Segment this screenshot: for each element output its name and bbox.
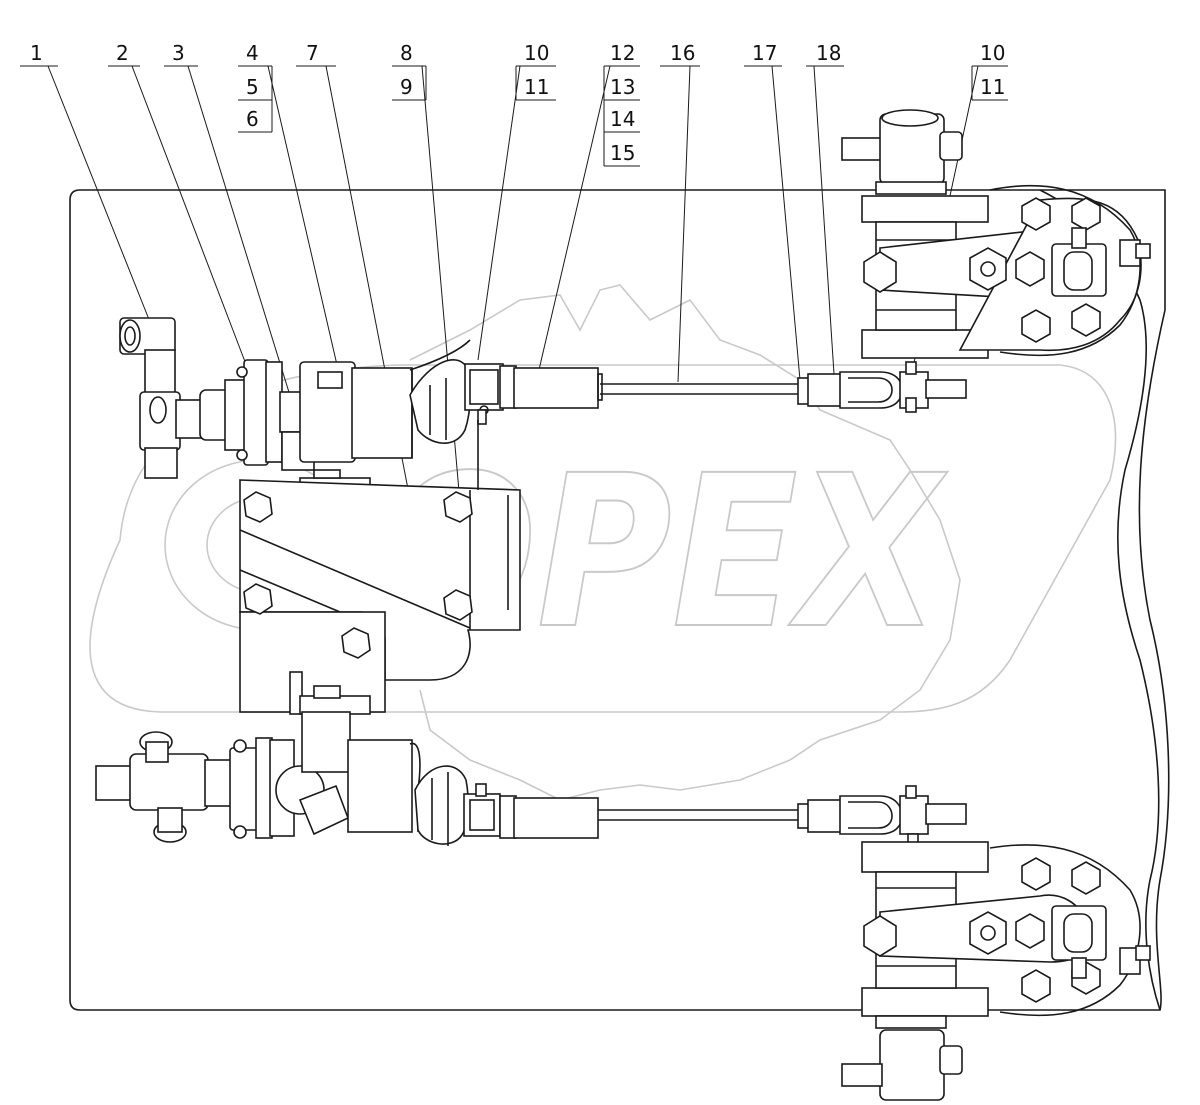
callout-12: 12 [610, 41, 635, 65]
callout-15: 15 [610, 141, 635, 165]
callout-labels: 1 2 3 4 5 6 7 8 9 10 11 12 13 14 15 16 1… [30, 41, 1005, 165]
callout-17: 17 [752, 41, 777, 65]
hex-bolt [243, 491, 273, 523]
callout-7: 7 [306, 41, 319, 65]
callout-8: 8 [400, 41, 413, 65]
callout-10-right: 10 [980, 41, 1005, 65]
hex-bolt [443, 589, 473, 621]
callout-13: 13 [610, 75, 635, 99]
hex-bolt [243, 583, 273, 615]
callout-14: 14 [610, 107, 635, 131]
callout-6: 6 [246, 107, 259, 131]
lower-cylinder-assembly [95, 711, 967, 849]
lower-brake-unit [841, 841, 1151, 1101]
callout-1: 1 [30, 41, 43, 65]
upper-cylinder-assembly [119, 317, 967, 540]
hex-bolt [341, 627, 371, 659]
callout-9: 9 [400, 75, 413, 99]
callout-5: 5 [246, 75, 259, 99]
callout-4: 4 [246, 41, 259, 65]
mounting-plate [239, 420, 521, 715]
upper-brake-unit [841, 109, 1151, 359]
callout-16: 16 [670, 41, 695, 65]
callout-11: 11 [524, 75, 549, 99]
base-plate [69, 189, 1170, 1011]
callout-2: 2 [116, 41, 129, 65]
hex-bolt [443, 491, 473, 523]
callout-10: 10 [524, 41, 549, 65]
callout-3: 3 [172, 41, 185, 65]
callout-11-right: 11 [980, 75, 1005, 99]
callout-18: 18 [816, 41, 841, 65]
